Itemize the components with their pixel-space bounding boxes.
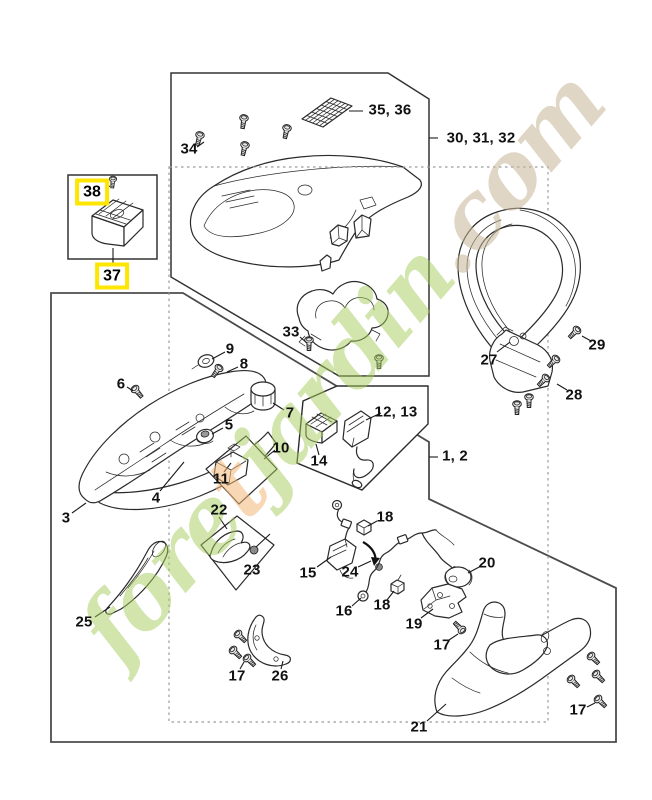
- screw-icon: [304, 336, 314, 351]
- part-label-37-highlighted[interactable]: 37: [95, 262, 129, 290]
- part-label-33: 33: [282, 323, 300, 341]
- part-label-21: 21: [410, 718, 428, 736]
- part-label-15: 15: [299, 564, 317, 582]
- part-label-19: 19: [405, 615, 423, 633]
- grip-tube-drawing: [105, 540, 169, 615]
- part-label-11: 11: [212, 470, 230, 488]
- screw-icon: [374, 354, 384, 369]
- front-handle-drawing: [457, 207, 581, 393]
- top-cover-drawing: [189, 154, 422, 268]
- part-label-24: 24: [341, 563, 359, 581]
- cap-7-drawing: [250, 381, 276, 411]
- plug-6-icon: [129, 383, 146, 401]
- cover-screws: [192, 113, 293, 157]
- part-label-14: 14: [310, 452, 328, 470]
- part-label-16: 16: [335, 602, 353, 620]
- hand-guard-drawing: [247, 614, 291, 667]
- connector-18-upper-drawing: [356, 519, 372, 536]
- screw-icon: [451, 619, 468, 636]
- part-label-3: 3: [61, 509, 71, 527]
- part-label-1-2: 1, 2: [442, 447, 468, 465]
- kit-box-10: [205, 435, 278, 505]
- rear-handle-drawing: [434, 601, 592, 717]
- part-label-26: 26: [271, 667, 289, 685]
- part-label-23: 23: [243, 561, 261, 579]
- cap-9-drawing: [191, 354, 215, 370]
- air-filter-drawing: [91, 198, 144, 247]
- part-label-18-upper: 18: [376, 508, 394, 526]
- part-label-8: 8: [239, 355, 249, 373]
- top-cover-box: [170, 72, 430, 377]
- part-label-34: 34: [180, 140, 198, 158]
- part-label-30-31-32: 30, 31, 32: [446, 129, 516, 147]
- part-label-10: 10: [272, 439, 290, 457]
- part-label-17-guard: 17: [228, 667, 246, 685]
- part-label-6: 6: [116, 375, 126, 393]
- part-label-29: 29: [588, 336, 606, 354]
- part-label-12-13: 12, 13: [374, 403, 418, 421]
- part-label-7: 7: [285, 404, 295, 422]
- part-label-35-36: 35, 36: [368, 101, 412, 119]
- leader-lines: [71, 110, 596, 722]
- main-assembly-box: [50, 292, 617, 743]
- part-label-27: 27: [480, 351, 498, 369]
- fan-housing-drawing: [296, 280, 389, 351]
- mesh-screen-drawing: [301, 97, 353, 128]
- part-label-20: 20: [478, 554, 496, 572]
- part-label-17-rear: 17: [569, 701, 587, 719]
- kit-box-22: [200, 515, 275, 591]
- arrow-24-drawing: [362, 541, 383, 571]
- part-label-25: 25: [75, 613, 93, 631]
- clip-18-lower-drawing: [390, 574, 405, 595]
- part-label-9: 9: [225, 340, 235, 358]
- part-label-5: 5: [224, 416, 234, 434]
- carburetor-bracket-drawing: [319, 214, 372, 272]
- harness-15-drawing: [326, 499, 357, 579]
- part-label-22: 22: [210, 501, 228, 519]
- part-label-4: 4: [151, 489, 161, 507]
- part-label-28: 28: [565, 386, 583, 404]
- part-label-17-bracket: 17: [433, 636, 451, 654]
- kit-box-12-13: [296, 385, 429, 491]
- part-label-38-highlighted[interactable]: 38: [75, 178, 109, 206]
- part-label-18-lower: 18: [373, 596, 391, 614]
